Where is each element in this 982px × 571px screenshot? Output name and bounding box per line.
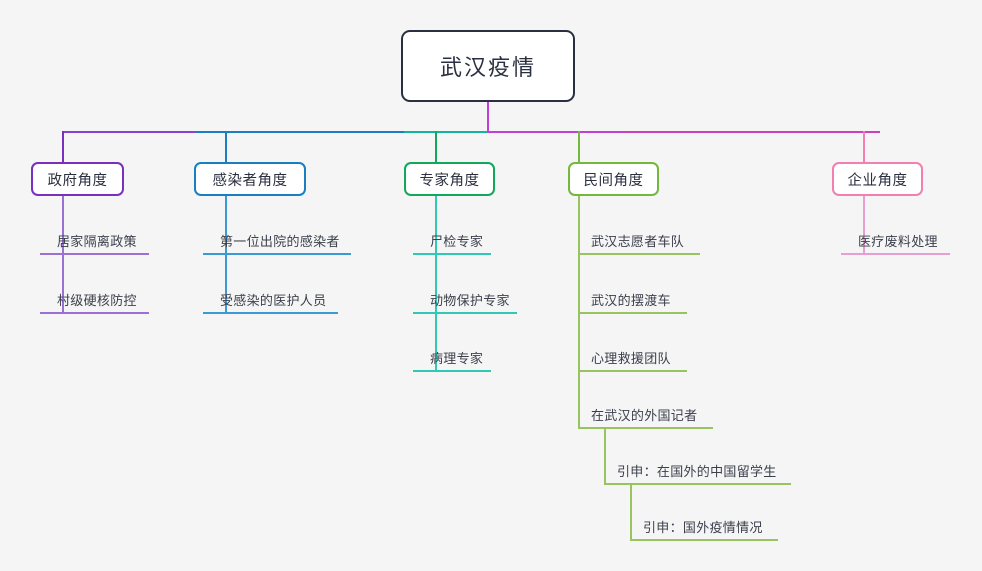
leaf-underline <box>841 253 950 255</box>
trunk-segment <box>196 131 404 133</box>
branch-spine <box>863 196 865 255</box>
leaf-item[interactable]: 心理救援团队 <box>591 352 671 367</box>
branch-drop-connector <box>62 131 64 162</box>
branch-node-1[interactable]: 政府角度 <box>31 162 124 196</box>
branch-node-5[interactable]: 企业角度 <box>832 162 923 196</box>
leaf-underline <box>630 539 778 541</box>
branch-node-label: 专家角度 <box>419 172 480 189</box>
leaf-underline <box>413 253 491 255</box>
leaf-item[interactable]: 病理专家 <box>430 352 484 367</box>
branch-node-label: 民间角度 <box>583 172 644 189</box>
branch-drop-connector <box>578 131 580 162</box>
leaf-item[interactable]: 武汉的摆渡车 <box>591 294 671 309</box>
leaf-item[interactable]: 在武汉的外国记者 <box>591 409 698 424</box>
branch-drop-connector <box>225 131 227 162</box>
branch-drop-connector <box>863 131 865 162</box>
trunk-segment <box>487 131 624 133</box>
leaf-item[interactable]: 武汉志愿者车队 <box>591 235 685 250</box>
leaf-item[interactable]: 引申：在国外的中国留学生 <box>617 465 777 480</box>
leaf-underline <box>578 370 687 372</box>
branch-spine <box>225 196 227 314</box>
leaf-underline <box>578 312 687 314</box>
root-node[interactable]: 武汉疫情 <box>401 30 575 102</box>
leaf-underline <box>203 312 338 314</box>
branch-spine <box>62 196 64 314</box>
leaf-item[interactable]: 居家隔离政策 <box>57 235 137 250</box>
leaf-item[interactable]: 村级硬核防控 <box>57 294 137 309</box>
branch-node-label: 政府角度 <box>47 172 108 189</box>
leaf-underline <box>413 370 491 372</box>
trunk-segment <box>624 131 880 133</box>
branch-node-label: 企业角度 <box>847 172 908 189</box>
branch-node-4[interactable]: 民间角度 <box>568 162 659 196</box>
branch-subspine <box>604 427 606 485</box>
leaf-item[interactable]: 引申：国外疫情情况 <box>643 521 763 536</box>
leaf-underline <box>40 253 149 255</box>
branch-subspine <box>630 483 632 541</box>
leaf-underline <box>203 253 351 255</box>
root-node-label: 武汉疫情 <box>439 56 536 81</box>
leaf-item[interactable]: 第一位出院的感染者 <box>220 235 340 250</box>
trunk-segment <box>404 131 487 133</box>
leaf-item[interactable]: 尸检专家 <box>430 235 484 250</box>
branch-node-2[interactable]: 感染者角度 <box>194 162 306 196</box>
leaf-underline <box>604 483 791 485</box>
leaf-underline <box>578 427 713 429</box>
root-stem-connector <box>487 102 489 132</box>
branch-spine <box>435 196 437 372</box>
leaf-item[interactable]: 受感染的医护人员 <box>220 294 327 309</box>
leaf-item[interactable]: 动物保护专家 <box>430 294 510 309</box>
leaf-item[interactable]: 医疗废料处理 <box>858 235 938 250</box>
branch-drop-connector <box>435 131 437 162</box>
leaf-underline <box>413 312 517 314</box>
leaf-underline <box>578 253 700 255</box>
leaf-underline <box>40 312 149 314</box>
branch-node-label: 感染者角度 <box>212 172 288 189</box>
branch-node-3[interactable]: 专家角度 <box>404 162 495 196</box>
trunk-segment <box>62 131 196 133</box>
